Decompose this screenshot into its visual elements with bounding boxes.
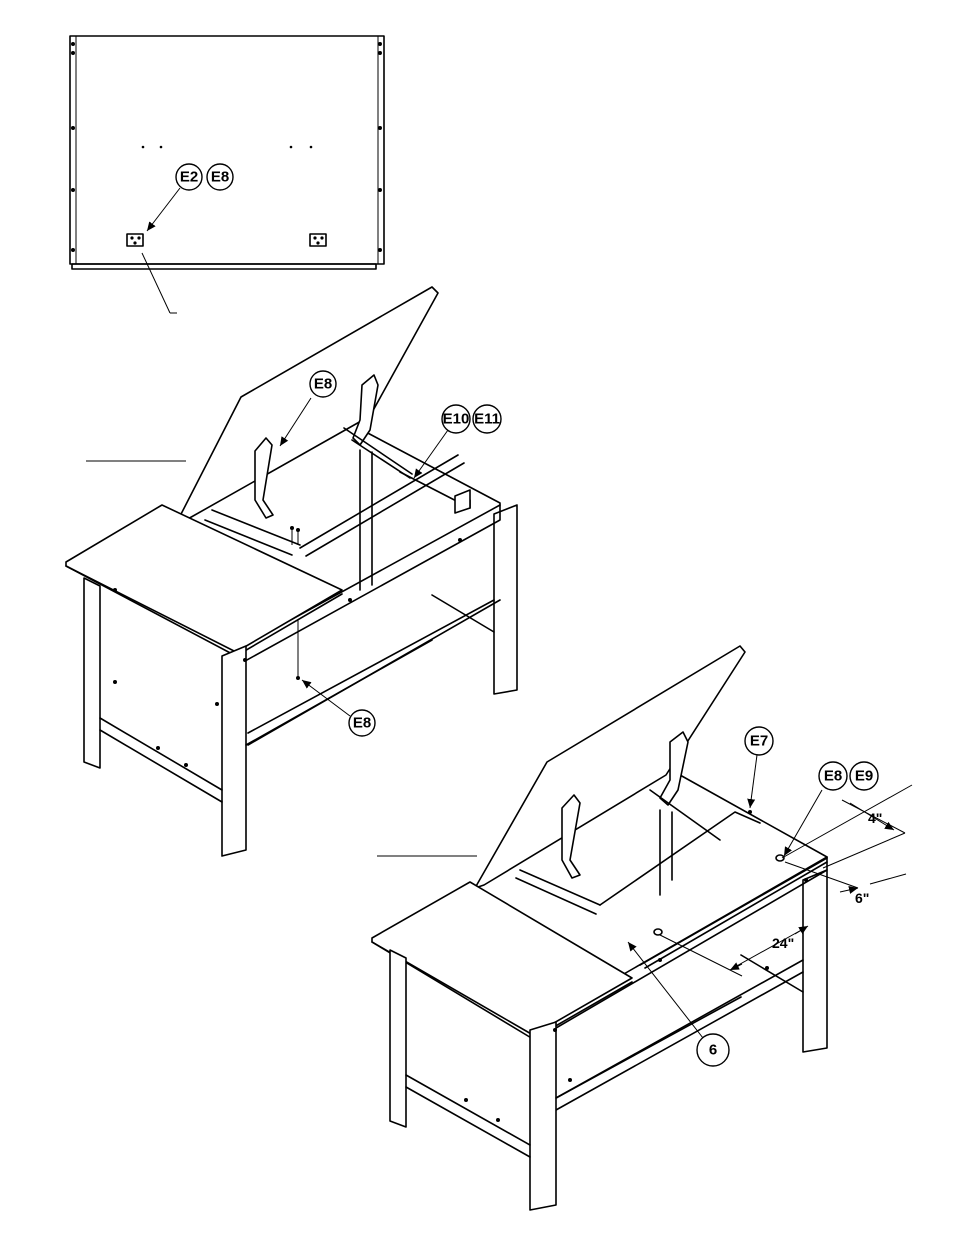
- svg-text:E8: E8: [314, 376, 332, 393]
- svg-text:E10: E10: [443, 411, 470, 428]
- callout-mid-e10: E10: [442, 405, 470, 433]
- callout-mid-e11: E11: [473, 405, 501, 433]
- svg-text:E7: E7: [750, 733, 768, 750]
- svg-text:E8: E8: [824, 768, 842, 785]
- dimension-24in: 24": [772, 935, 794, 951]
- svg-text:E11: E11: [474, 411, 500, 428]
- hinge-plate-left: [127, 234, 143, 246]
- top-board-view: E2 E8: [70, 36, 384, 313]
- bottom-table-view: 4" 6" 24" E7 E8 E9 6: [372, 646, 912, 1210]
- svg-text:6: 6: [709, 1042, 717, 1059]
- dimension-4in: 4": [868, 810, 882, 826]
- callout-bot-e8: E8: [819, 762, 847, 790]
- callout-top-e8: E8: [207, 164, 233, 190]
- svg-text:E2: E2: [180, 169, 198, 186]
- hinge-plate-right: [310, 234, 326, 246]
- svg-text:E8: E8: [353, 715, 371, 732]
- svg-text:E9: E9: [855, 768, 873, 785]
- svg-text:E8: E8: [211, 169, 229, 186]
- dimension-6in: 6": [855, 890, 869, 906]
- middle-table-view: E8 E10 E11 E8: [66, 287, 517, 856]
- callout-top-e2: E2: [176, 164, 202, 190]
- callout-mid-e8-hinge: E8: [310, 371, 336, 397]
- callout-bot-6: 6: [697, 1034, 729, 1066]
- callout-mid-e8-bottom: E8: [349, 710, 375, 736]
- callout-bot-e9: E9: [850, 762, 878, 790]
- callout-bot-e7: E7: [745, 727, 773, 755]
